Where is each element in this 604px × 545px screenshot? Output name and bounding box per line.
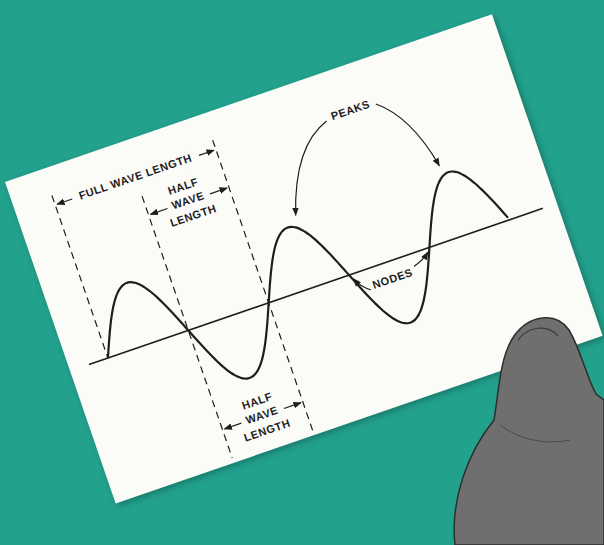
- dimension-arrow: [57, 199, 72, 204]
- hand-shape: [454, 318, 604, 545]
- peak-pointer: [270, 121, 352, 215]
- dashed-guide: [213, 140, 313, 430]
- peak-label: PEAKS: [326, 95, 376, 127]
- peak-pointer: [376, 91, 440, 179]
- dashed-guides: [52, 140, 313, 486]
- dimension-arrow: [284, 403, 301, 409]
- dimension-arrow: [210, 188, 227, 194]
- paper-card: FULL WAVE LENGTHHALF WAVE LENGTHHALF WAV…: [5, 14, 603, 503]
- dimension-label: HALF WAVE LENGTH: [228, 384, 297, 448]
- wave-curve: [87, 159, 530, 420]
- dimension-arrow: [199, 150, 214, 155]
- dimension-arrow: [224, 423, 241, 429]
- dashed-guide: [142, 196, 232, 458]
- dimension-label: HALF WAVE LENGTH: [154, 169, 223, 233]
- axis-line: [89, 208, 543, 364]
- thumbnail-line: [518, 328, 558, 340]
- knuckle-line: [500, 425, 570, 442]
- wave-illustration: [5, 14, 603, 503]
- node-label: NODES: [367, 263, 418, 295]
- dimension-arrow: [150, 209, 167, 215]
- dashed-guide: [52, 195, 108, 358]
- pointer-arrows: [270, 91, 470, 305]
